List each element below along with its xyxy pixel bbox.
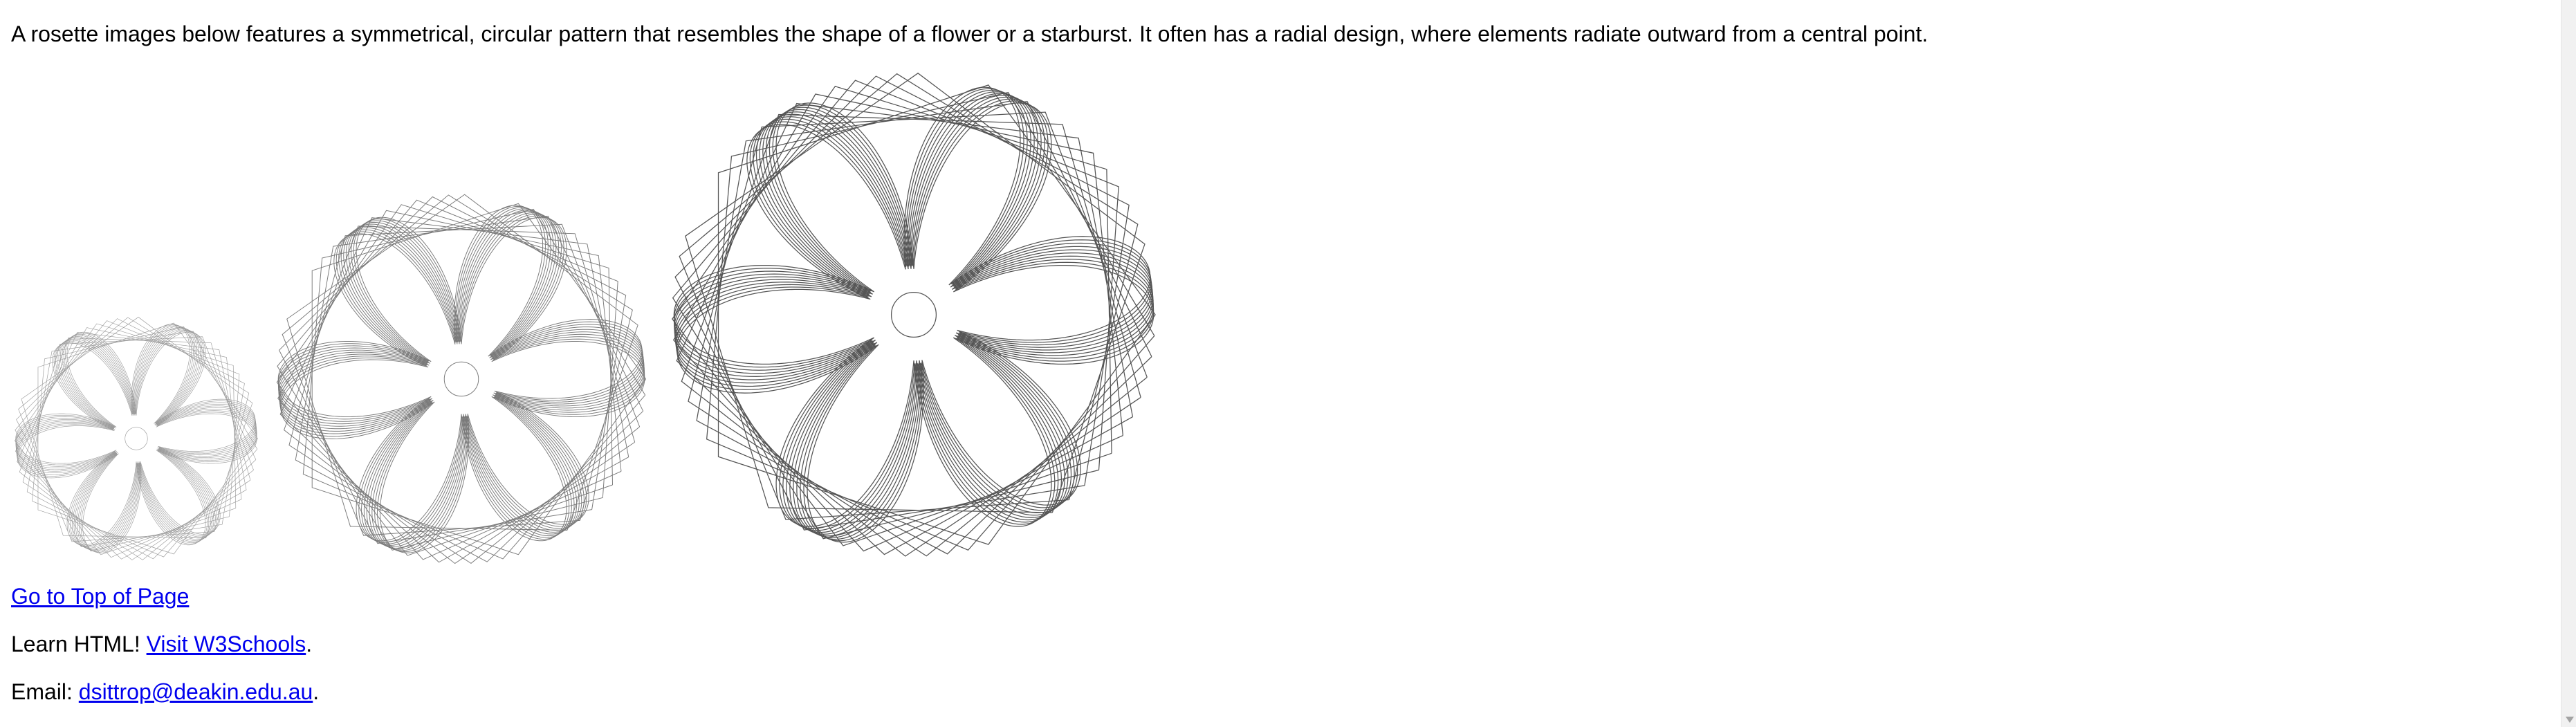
rosette-image-large [672,73,1156,557]
scroll-down-arrow-icon[interactable] [2566,717,2574,723]
rosette-image-medium [276,194,647,564]
learn-html-line: Learn HTML! Visit W3Schools. [11,631,312,657]
learn-html-text: Learn HTML! [11,632,147,656]
intro-paragraph: A rosette images below features a symmet… [11,21,1929,46]
email-period: . [313,679,320,704]
vertical-scrollbar[interactable] [2561,0,2576,727]
rosette-image-small [15,317,258,560]
email-link[interactable]: dsittrop@deakin.edu.au [78,679,313,704]
rosette-gallery [11,66,1187,564]
top-link-line: Go to Top of Page [11,583,189,609]
email-line: Email: dsittrop@deakin.edu.au. [11,679,319,705]
w3schools-link[interactable]: Visit W3Schools [146,632,306,656]
email-label: Email: [11,679,79,704]
go-to-top-link[interactable]: Go to Top of Page [11,584,190,609]
learn-html-period: . [306,632,313,656]
